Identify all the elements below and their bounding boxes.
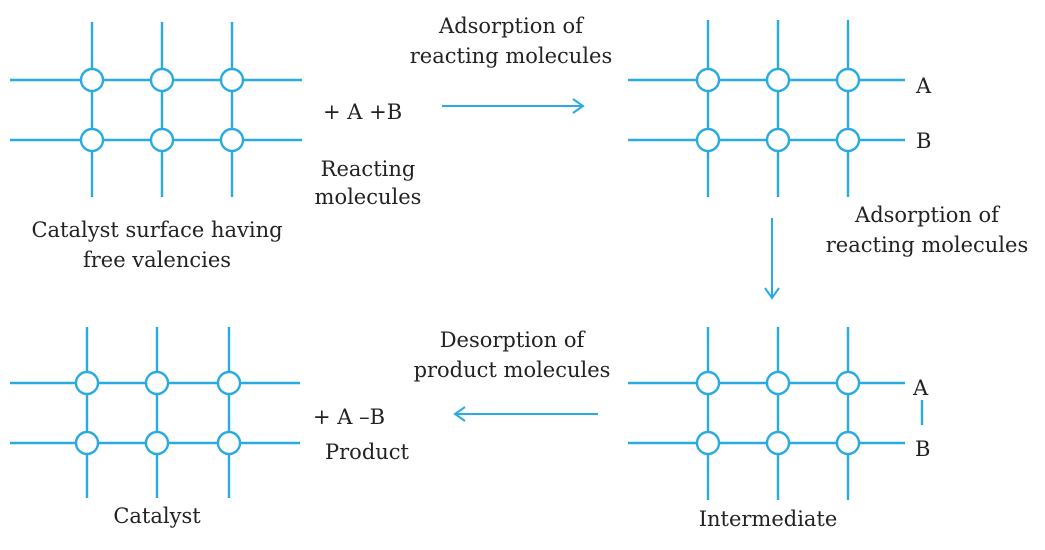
desorption-label-line2: product molecules: [413, 358, 611, 382]
reacting-molecules-formula: + A +B: [323, 100, 403, 124]
catalyst-surface-site-1-2: [219, 127, 245, 153]
adsorbed-state-site-0-2: [835, 67, 861, 93]
adsorption-right-label-line2: reacting molecules: [825, 233, 1029, 257]
adsorbed-state-site-1-2: [835, 127, 861, 153]
intermediate-atom-b: B: [915, 437, 931, 461]
reacting-molecules-caption-line2: molecules: [314, 185, 422, 209]
adsorbed-state-site-1-1: [765, 127, 791, 153]
adsorption-arrow-down: [764, 218, 780, 300]
intermediate-site-0-2: [835, 370, 861, 396]
adsorption-arrow-right: [442, 98, 585, 114]
catalyst-surface-site-1-1: [149, 127, 175, 153]
intermediate-site-1-2: [835, 430, 861, 456]
catalyst-surface-site-0-1: [149, 67, 175, 93]
catalyst-surface-site-1-0: [79, 127, 105, 153]
adsorbed-state-site-1-0: [695, 127, 721, 153]
adsorption-top-label-line2: reacting molecules: [409, 44, 613, 68]
catalyst-final-caption: Catalyst: [113, 504, 201, 528]
adsorbed-atom-b: B: [916, 129, 932, 153]
intermediate-site-0-0: [695, 370, 721, 396]
catalyst-final-site-1-2: [216, 430, 242, 456]
desorption-arrow-left: [453, 406, 598, 422]
reacting-molecules-caption-line1: Reacting: [320, 157, 416, 181]
product-formula: + A –B: [313, 405, 386, 429]
adsorbed-state-site-0-0: [695, 67, 721, 93]
adsorbed-atom-a: A: [916, 74, 932, 98]
intermediate-caption: Intermediate: [698, 507, 838, 531]
catalyst-final-site-0-1: [144, 370, 170, 396]
intermediate-atom-a: A: [913, 376, 929, 400]
catalyst-final-site-1-1: [144, 430, 170, 456]
catalyst-surface-site-0-0: [79, 67, 105, 93]
intermediate-site-1-0: [695, 430, 721, 456]
catalyst-final-site-1-0: [74, 430, 100, 456]
catalyst-surface-caption-line2: free valencies: [82, 248, 232, 272]
adsorption-top-label-line1: Adsorption of: [439, 14, 583, 38]
desorption-label-line1: Desorption of: [439, 328, 585, 352]
intermediate-site-1-1: [765, 430, 791, 456]
adsorption-right-label-line1: Adsorption of: [855, 203, 999, 227]
catalyst-final-site-0-2: [216, 370, 242, 396]
adsorbed-state-site-0-1: [765, 67, 791, 93]
intermediate-site-0-1: [765, 370, 791, 396]
product-caption: Product: [325, 440, 409, 464]
catalyst-surface-caption-line1: Catalyst surface having: [31, 218, 283, 242]
catalyst-final-site-0-0: [74, 370, 100, 396]
catalyst-surface-site-0-2: [219, 67, 245, 93]
